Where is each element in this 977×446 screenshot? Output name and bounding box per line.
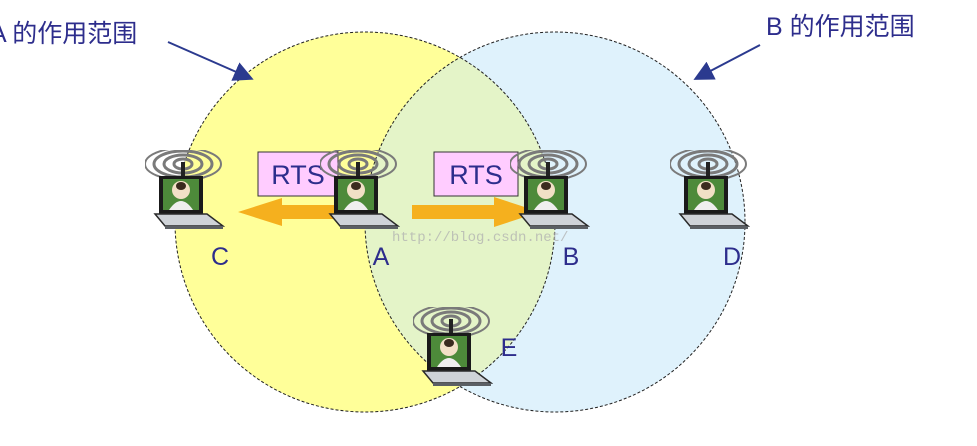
- station-label-a: A: [373, 243, 390, 271]
- range-label-b: B 的作用范围: [766, 13, 915, 41]
- pointer-arrow-a: [167, 41, 254, 81]
- pointer-arrow-b: [693, 44, 761, 80]
- watermark-text: http://blog.csdn.net/: [392, 230, 568, 246]
- rts-arrow-left: [238, 198, 358, 226]
- station-label-e: E: [501, 334, 518, 362]
- rts-frame-right-box: [433, 151, 519, 197]
- rts-frame-right-label: RTS: [449, 160, 503, 190]
- rts-frame-left-label: RTS: [271, 160, 325, 190]
- station-label-d: D: [723, 243, 741, 271]
- rts-frame-left-box: [257, 151, 339, 197]
- station-label-b: B: [563, 243, 580, 271]
- rts-arrow-right: [412, 197, 540, 227]
- range-label-a: A 的作用范围: [0, 20, 137, 48]
- range-overlap: [365, 32, 555, 412]
- station-label-c: C: [211, 243, 229, 271]
